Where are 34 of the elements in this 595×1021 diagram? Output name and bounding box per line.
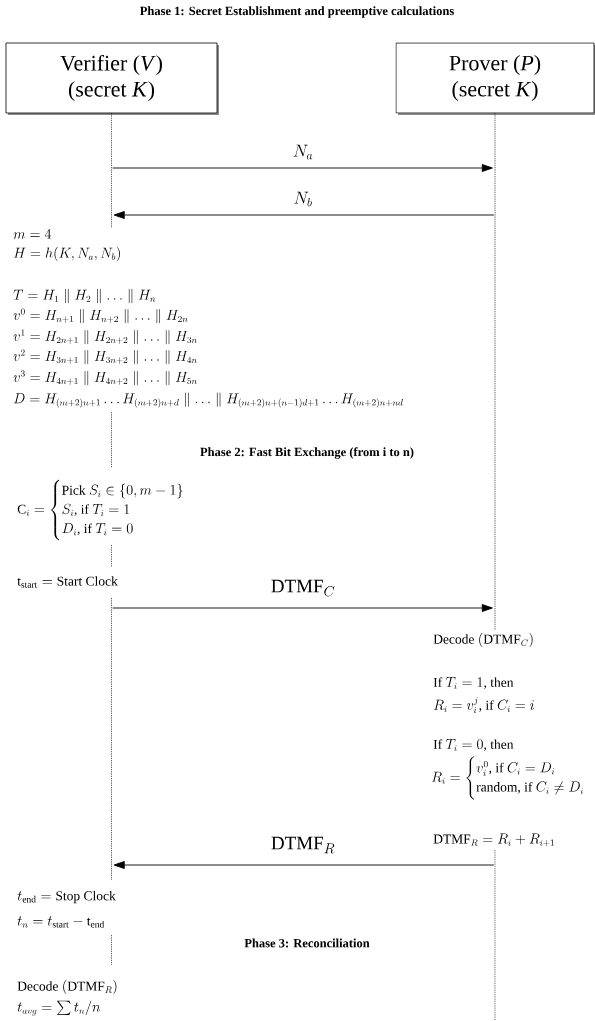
edge-label: $N_a$ <box>291 143 315 161</box>
formula: $v^0 = H_{n+1} \parallel H_{n+2} \parallel \ldots \parallel H_{2n}$ <box>13 308 188 324</box>
message-arrow <box>113 861 495 869</box>
formula: $\text{If } T_i = 1\text{, then}$ <box>433 677 514 690</box>
edge-label: $\mathrm{DTMF}_R$ <box>269 835 337 855</box>
formula: $v^2 = H_{3n+1} \parallel H_{3n+2} \parallel \ldots \parallel H_{4n}$ <box>13 349 197 365</box>
edge-label: $N_b$ <box>292 190 314 208</box>
lifeline <box>111 112 112 966</box>
formula: $\mathrm{t_{start}} = \text{Start Clock}$ <box>17 576 118 588</box>
participant-box: Verifier (V) (secret K) <box>5 42 219 115</box>
formula: $t_{\mathrm{end}} = \text{Stop Clock}$ <box>17 890 116 904</box>
edge-label: $\mathrm{DTMF}_C$ <box>269 578 337 598</box>
formula: $\text{Decode }(\mathrm{DTMF}_R)$ <box>17 979 117 995</box>
formula: $v^1 = H_{2n+1} \parallel H_{2n+2} \parallel \ldots \parallel H_{3n}$ <box>13 329 197 345</box>
participant-box: Prover (P) (secret K) <box>395 42 595 115</box>
formula: $m = 4$ <box>13 228 52 239</box>
formula: $\text{If } T_i = 0\text{, then}$ <box>433 739 514 752</box>
phase-heading: Phase 3: Reconciliation <box>244 938 370 948</box>
lifeline <box>494 112 496 1021</box>
message-arrow <box>113 211 495 219</box>
formula: $T = H_1 \parallel H_2 \parallel \ldots \parallel H_n$ <box>13 288 156 304</box>
message-arrow <box>112 604 493 612</box>
formula: $R_i = v_i^j\text{, if } C_i = i$ <box>433 697 534 714</box>
formula: $R_i = \begin{cases} v_i^0\text{, if } C_i = D_i \\ \text{random, if } C_i \neq D_i \end{cases}$ <box>431 756 583 800</box>
phase-heading: Phase 2: Fast Bit Exchange (from i to n) <box>200 447 414 459</box>
formula: $\text{Decode }(\mathrm{DTMF}_C)$ <box>433 632 533 648</box>
formula: $D = H_{(m+2)n+1} \ldots H_{(m+2)n+d} \parallel \ldots \parallel H_{(m+2)n+(n-1)d+1} \ldots H_{(m+2)n+nd}$ <box>13 392 403 408</box>
formula: $\mathrm{C}_i = \begin{cases} \text{Pick } S_i \in \{0, m-1\} \\ S_i\text{, if } T_i = 1 \\ D_i\text{, if } T_i = 0 \end{cases}$ <box>17 479 183 541</box>
message-arrow <box>112 164 493 172</box>
formula: $v^3 = H_{4n+1} \parallel H_{4n+2} \parallel \ldots \parallel H_{5n}$ <box>13 370 197 386</box>
formula: $\mathrm{DTMF}_R = R_i + R_{i+1}$ <box>433 833 554 847</box>
formula: $t_{avg} = \sum t_n / n$ <box>17 1000 100 1016</box>
title: Phase 1: Secret Establishment and preemptive calculations <box>140 6 454 18</box>
formula: $H = h(K, N_a, N_b)$ <box>13 246 120 262</box>
